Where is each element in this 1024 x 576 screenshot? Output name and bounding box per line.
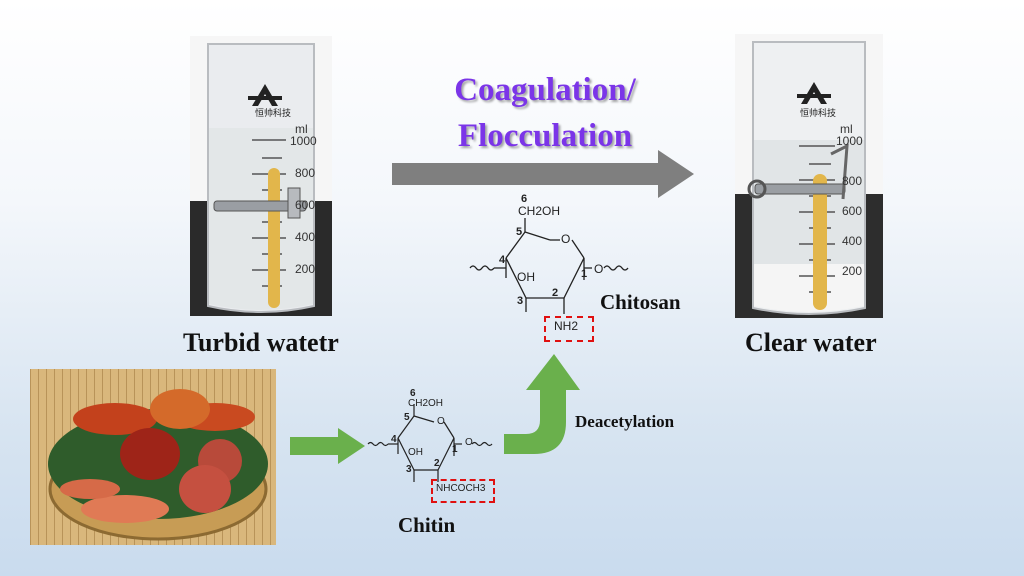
chitosan-c1: 1 bbox=[581, 268, 588, 280]
chitosan-glyco-o: O bbox=[594, 262, 604, 276]
process-title-line1: Coagulation/ bbox=[454, 72, 636, 108]
chitin-nhcoch3: NHCOCH3 bbox=[436, 483, 486, 494]
chitosan-ch2oh: CH2OH bbox=[518, 204, 561, 218]
clear-tick-800: 800 bbox=[842, 174, 863, 188]
chitosan-c2: 2 bbox=[552, 287, 559, 299]
turbid-water-photo bbox=[190, 36, 332, 316]
chitin-ch2oh: CH2OH bbox=[408, 398, 444, 409]
turbid-tick-1000: 1000 bbox=[290, 134, 317, 148]
clear-water-label: Clear water bbox=[745, 328, 877, 357]
clear-beaker-brand: 恒帅科技 bbox=[800, 109, 837, 119]
chitin-c4: 4 bbox=[391, 434, 397, 445]
chitosan-ring-o: O bbox=[561, 232, 571, 246]
chitin-oh: OH bbox=[408, 447, 423, 458]
turbid-tick-800: 800 bbox=[295, 166, 316, 180]
turbid-tick-400: 400 bbox=[295, 230, 316, 244]
chitosan-amine-highlight bbox=[544, 316, 594, 342]
chitosan-c3: 3 bbox=[517, 295, 524, 307]
clear-tick-200: 200 bbox=[842, 264, 863, 278]
chitin-label: Chitin bbox=[398, 513, 456, 537]
clear-beaker-unit: ml bbox=[840, 122, 853, 136]
chitin-acetamide-highlight bbox=[431, 479, 495, 503]
clear-tick-400: 400 bbox=[842, 234, 863, 248]
chitin-c2: 2 bbox=[434, 458, 440, 469]
turbid-tick-600: 600 bbox=[295, 198, 316, 212]
chitosan-label: Chitosan bbox=[600, 290, 681, 314]
chitin-structure bbox=[367, 404, 493, 482]
process-arrow bbox=[392, 150, 694, 198]
deacetylation-label: Deacetylation bbox=[575, 412, 675, 431]
source-arrow bbox=[290, 428, 365, 464]
clear-tick-1000: 1000 bbox=[836, 134, 863, 148]
chitosan-c6: 6 bbox=[521, 193, 528, 205]
chitin-glyco-o: O bbox=[465, 437, 473, 448]
seafood-photo bbox=[30, 369, 276, 545]
deacetylation-arrow bbox=[504, 354, 580, 454]
chitin-c1: 1 bbox=[452, 444, 458, 455]
chitin-ring-o: O bbox=[437, 416, 445, 427]
chitosan-c5: 5 bbox=[516, 226, 523, 238]
chitosan-nh2: NH2 bbox=[554, 319, 579, 333]
turbid-tick-200: 200 bbox=[295, 262, 316, 276]
turbid-beaker-brand: 恒帅科技 bbox=[255, 109, 292, 119]
chitin-c5: 5 bbox=[404, 412, 410, 423]
clear-water-photo bbox=[735, 34, 883, 318]
chitosan-c4: 4 bbox=[499, 254, 506, 266]
chitin-c3: 3 bbox=[406, 464, 412, 475]
chitosan-structure bbox=[469, 218, 629, 314]
turbid-beaker-unit: ml bbox=[295, 122, 308, 136]
chitosan-oh: OH bbox=[517, 270, 535, 284]
chitin-c6: 6 bbox=[410, 388, 416, 399]
clear-tick-600: 600 bbox=[842, 204, 863, 218]
turbid-water-label: Turbid watetr bbox=[183, 328, 339, 357]
process-title-line2: Flocculation bbox=[457, 118, 633, 154]
